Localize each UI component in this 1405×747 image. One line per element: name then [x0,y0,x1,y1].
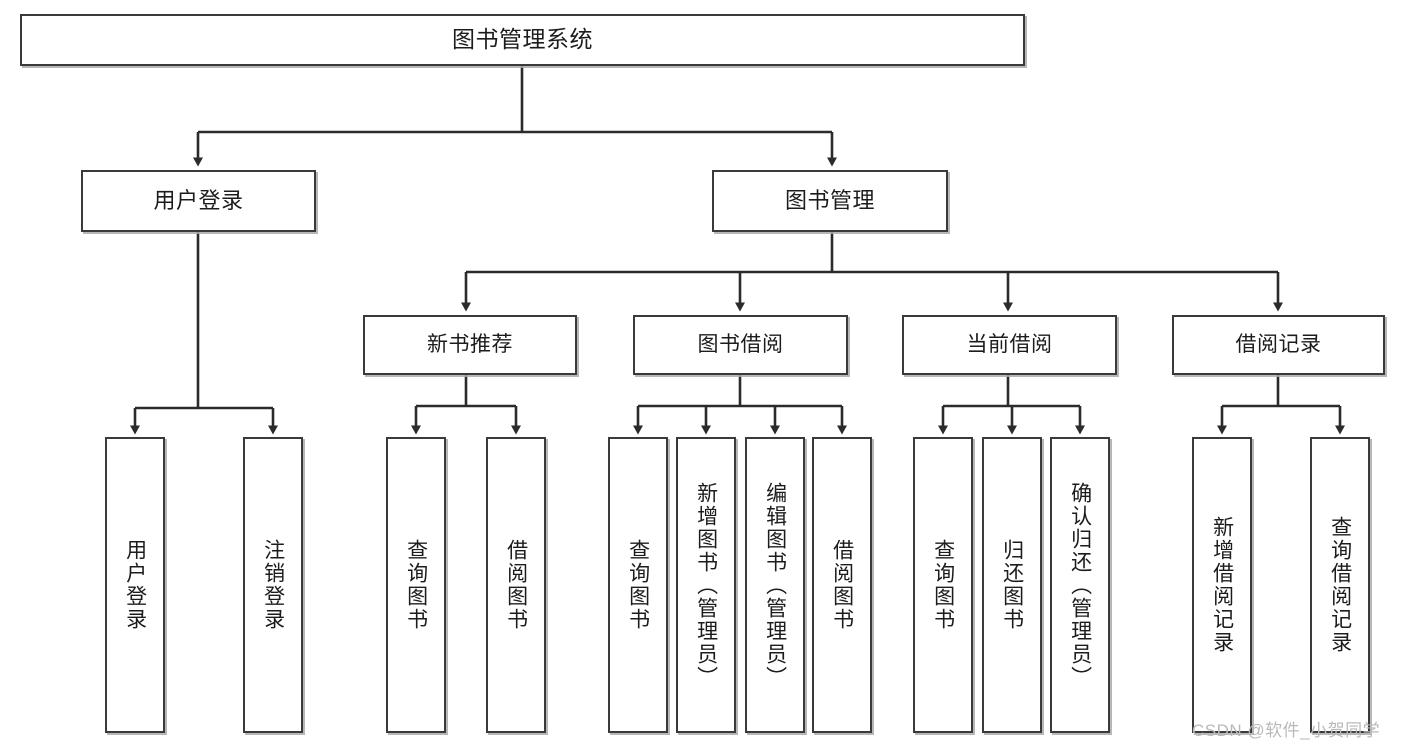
node-root-label: 图书管理系统 [452,26,593,53]
leaf-add-record-label: 新增借阅记录 [1210,516,1234,654]
leaf-query-book-2[interactable]: 查询图书 [608,437,668,733]
node-root[interactable]: 图书管理系统 [20,14,1025,66]
leaf-query-record[interactable]: 查询借阅记录 [1310,437,1370,733]
node-current-borrow-label: 当前借阅 [966,333,1053,357]
leaf-add-book[interactable]: 新增图书（管理员） [676,437,736,733]
leaf-borrow-book-1[interactable]: 借阅图书 [486,437,546,733]
leaf-logout-login[interactable]: 注销登录 [243,437,303,733]
node-book-borrow-label: 图书借阅 [697,333,784,357]
leaf-query-book-3-label: 查询图书 [931,539,955,631]
leaf-borrow-book-2[interactable]: 借阅图书 [812,437,872,733]
leaf-edit-book[interactable]: 编辑图书（管理员） [745,437,805,733]
watermark: CSDN @软件_小贺同学 [1192,721,1381,740]
leaf-logout-login-label: 注销登录 [261,539,285,631]
node-current-borrow[interactable]: 当前借阅 [902,315,1117,375]
leaf-user-login-label: 用户登录 [123,539,147,631]
leaf-query-book-2-label: 查询图书 [626,539,650,631]
leaf-return-book-label: 归还图书 [1000,539,1024,631]
node-book-manage[interactable]: 图书管理 [712,170,948,232]
leaf-user-login[interactable]: 用户登录 [105,437,165,733]
leaf-edit-book-label: 编辑图书（管理员） [763,481,787,689]
leaf-add-book-label: 新增图书（管理员） [694,481,718,689]
leaf-add-record[interactable]: 新增借阅记录 [1192,437,1252,733]
leaf-return-book[interactable]: 归还图书 [982,437,1042,733]
node-user-login-label: 用户登录 [153,187,244,213]
node-book-manage-label: 图书管理 [784,187,875,213]
node-book-borrow[interactable]: 图书借阅 [633,315,848,375]
node-user-login[interactable]: 用户登录 [81,170,316,232]
leaf-borrow-book-2-label: 借阅图书 [830,539,854,631]
node-borrow-record[interactable]: 借阅记录 [1172,315,1385,375]
leaf-confirm-return-label: 确认归还（管理员） [1068,481,1092,689]
node-borrow-record-label: 借阅记录 [1235,333,1322,357]
leaf-confirm-return[interactable]: 确认归还（管理员） [1050,437,1110,733]
leaf-borrow-book-1-label: 借阅图书 [504,539,528,631]
leaf-query-record-label: 查询借阅记录 [1328,516,1352,654]
node-new-book-recommend[interactable]: 新书推荐 [363,315,577,375]
leaf-query-book-3[interactable]: 查询图书 [913,437,973,733]
leaf-query-book-1-label: 查询图书 [404,539,428,631]
leaf-query-book-1[interactable]: 查询图书 [386,437,446,733]
node-new-book-recommend-label: 新书推荐 [427,333,513,357]
